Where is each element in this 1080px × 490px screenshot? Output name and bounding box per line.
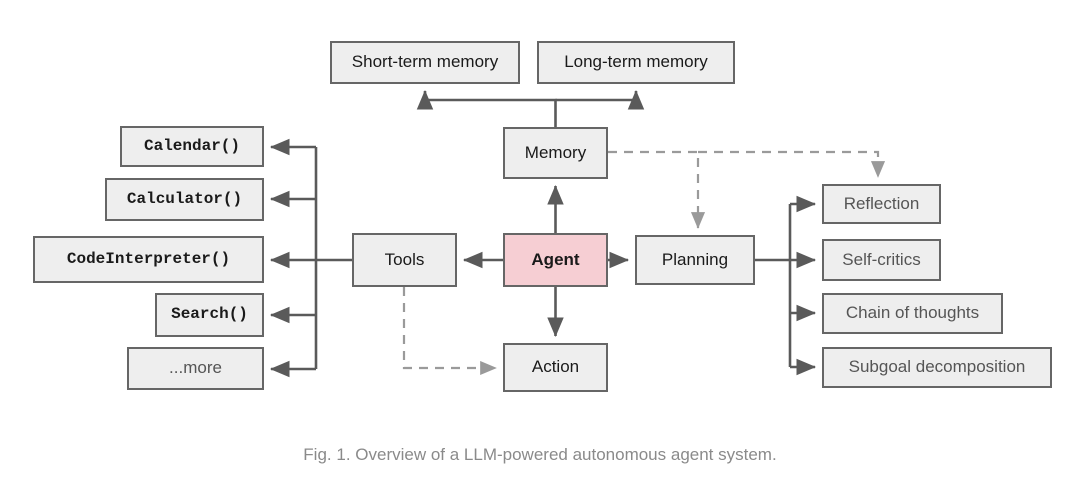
node-memory[interactable]: Memory <box>503 127 608 179</box>
tool-item-4[interactable]: ...more <box>127 347 264 390</box>
planning-item-0[interactable]: Reflection <box>822 184 941 224</box>
planning-item-label: Self-critics <box>842 249 921 269</box>
edge-memory-to-reflection-dashed <box>698 150 886 178</box>
planning-item-1[interactable]: Self-critics <box>822 239 941 281</box>
edge-tools-to-action-dashed <box>402 287 497 376</box>
node-memory-label: Memory <box>524 142 587 162</box>
tool-item-1[interactable]: Calculator() <box>105 178 264 221</box>
edge-memory-to-short-term <box>416 89 557 127</box>
tool-item-0[interactable]: Calendar() <box>120 126 264 167</box>
node-short-term-memory-label: Short-term memory <box>351 52 499 72</box>
node-action-label: Action <box>531 357 580 377</box>
node-agent-label: Agent <box>531 249 580 269</box>
node-planning[interactable]: Planning <box>635 235 755 285</box>
edge-memory-to-planning-dashed <box>608 150 706 229</box>
planning-item-label: Subgoal decomposition <box>848 357 1026 377</box>
planning-item-label: Reflection <box>843 193 920 213</box>
node-agent[interactable]: Agent <box>503 233 608 287</box>
node-planning-label: Planning <box>661 249 729 269</box>
planning-item-2[interactable]: Chain of thoughts <box>822 293 1003 334</box>
figure-caption: Fig. 1. Overview of a LLM-powered autono… <box>303 445 777 464</box>
tool-item-label: Calendar() <box>143 136 240 155</box>
node-action[interactable]: Action <box>503 343 608 392</box>
tool-item-label: Calculator() <box>126 189 243 208</box>
node-tools-label: Tools <box>384 249 425 269</box>
tool-item-3[interactable]: Search() <box>155 293 264 337</box>
node-long-term-memory[interactable]: Long-term memory <box>537 41 735 84</box>
node-tools[interactable]: Tools <box>352 233 457 287</box>
planning-item-3[interactable]: Subgoal decomposition <box>822 347 1052 388</box>
planning-item-label: Chain of thoughts <box>845 303 980 323</box>
edge-memory-to-long-term <box>555 89 645 110</box>
node-long-term-memory-label: Long-term memory <box>564 52 708 72</box>
tool-item-label: Search() <box>171 305 248 324</box>
tool-item-label: CodeInterpreter() <box>66 249 231 268</box>
node-short-term-memory[interactable]: Short-term memory <box>330 41 520 84</box>
tool-item-2[interactable]: CodeInterpreter() <box>33 236 264 283</box>
tool-item-label: ...more <box>169 358 222 378</box>
